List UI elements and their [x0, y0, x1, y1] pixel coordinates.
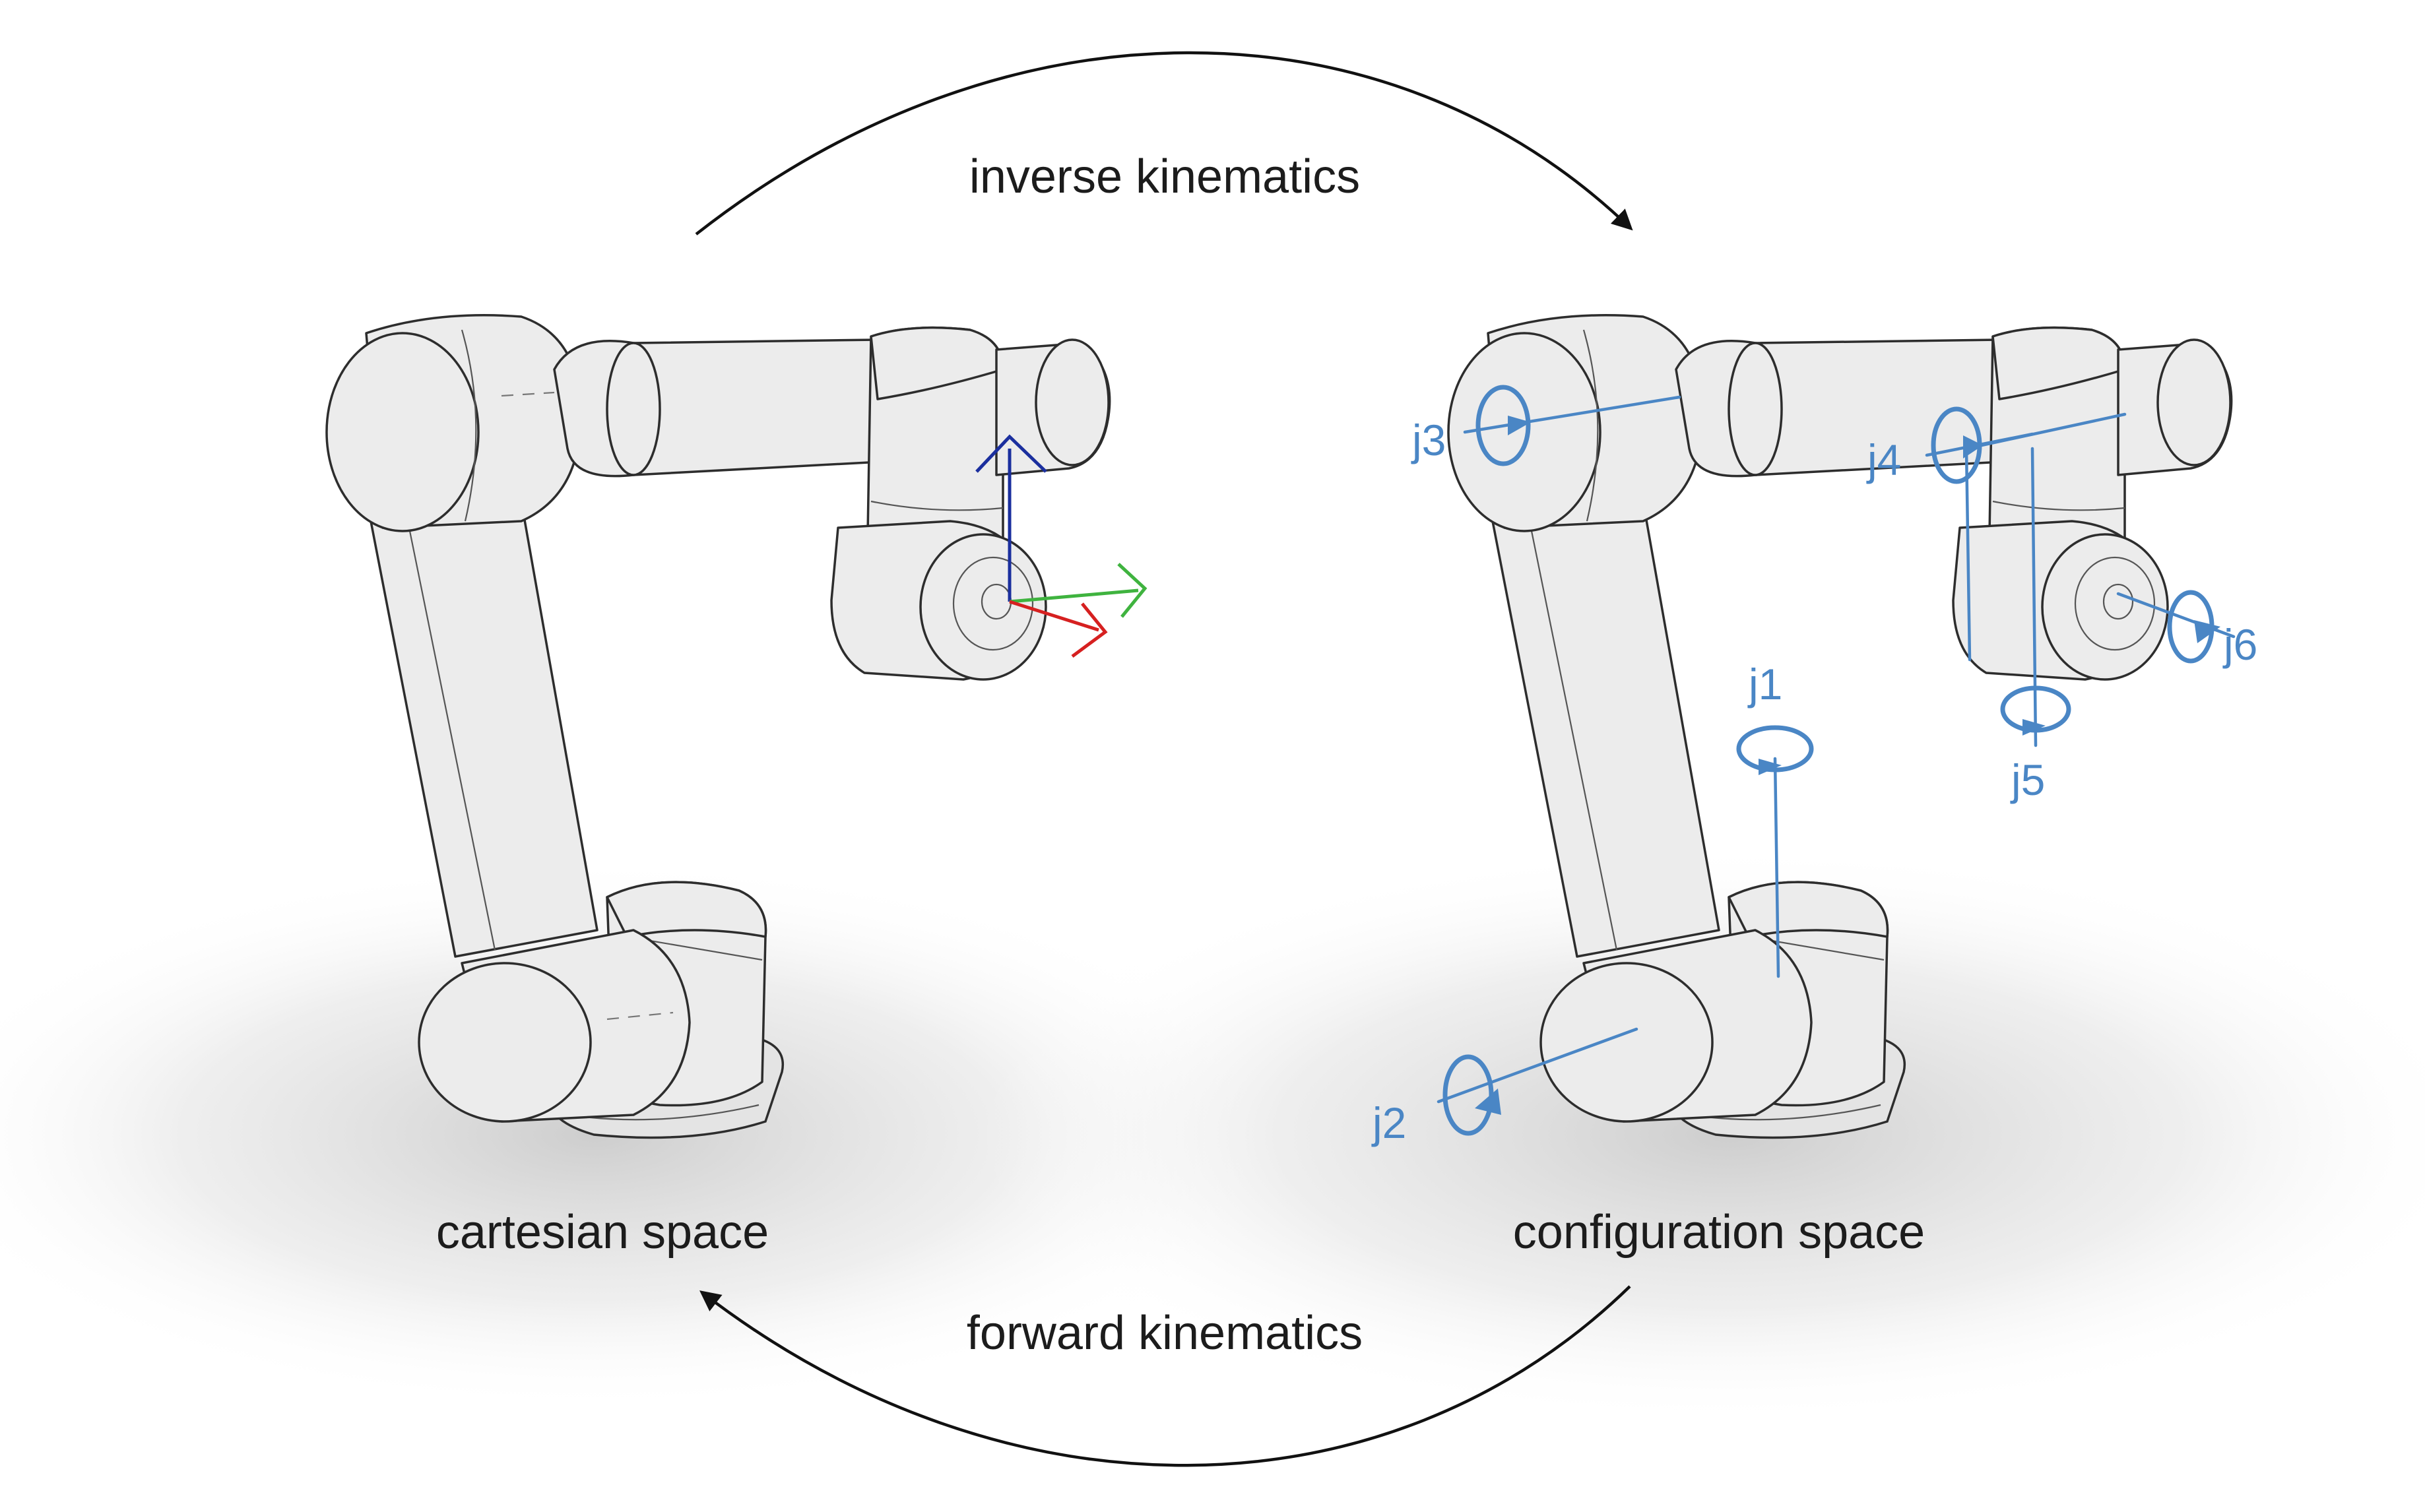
frame-z-arrowhead: [975, 434, 1047, 473]
j5-arrowhead: [2022, 719, 2046, 736]
joint-annotations: [1437, 385, 2236, 1136]
inverse-kinematics-label: inverse kinematics: [969, 150, 1360, 203]
j3-arrowhead: [1508, 416, 1531, 435]
j5-rotation-icon: [2000, 685, 2071, 733]
j3-label: j3: [1411, 416, 1446, 464]
j1-rotation-icon: [1736, 725, 1814, 772]
end-effector-frame: [975, 434, 1148, 658]
j1-label: j1: [1747, 660, 1782, 709]
frame-x-axis: [1009, 600, 1099, 632]
j2-arrowhead: [1475, 1088, 1501, 1115]
j1-axis: [1773, 757, 1780, 978]
frame-x-arrowhead: [1071, 602, 1108, 658]
j3-rotation-icon: [1475, 385, 1531, 466]
j6-label: j6: [2222, 620, 2257, 669]
j4-arrowhead: [1963, 435, 1983, 458]
configuration-space-label: configuration space: [1513, 1206, 1925, 1259]
robot-arm-left: [325, 314, 1148, 1139]
j2-label: j2: [1371, 1098, 1406, 1147]
j1-arrowhead: [1759, 759, 1782, 775]
frame-y-axis: [1009, 588, 1139, 604]
j3-axis: [1463, 395, 1681, 434]
j5-label: j5: [2010, 755, 2045, 804]
j4-label: j4: [1866, 435, 1901, 484]
j5-axis: [2030, 447, 2038, 747]
j2-axis: [1437, 1027, 1638, 1104]
inverse-kinematics-arrow: [695, 51, 1633, 236]
frame-y-arrowhead: [1117, 563, 1148, 618]
ground-shadow-right: [970, 844, 2425, 1425]
cartesian-space-label: cartesian space: [436, 1206, 769, 1259]
j6-arrowhead: [2194, 620, 2220, 643]
forward-kinematics-arrow: [699, 1285, 1631, 1467]
forward-kinematics-label: forward kinematics: [967, 1307, 1363, 1360]
robot-arm-right: [1447, 314, 2233, 1139]
